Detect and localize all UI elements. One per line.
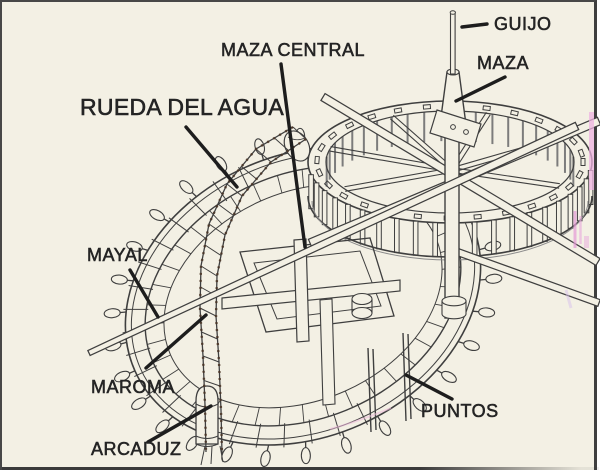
leader-maza-central <box>279 62 307 249</box>
mayal-pole <box>87 121 580 357</box>
label-arcaduz: ARCADUZ <box>91 439 182 459</box>
guijo-pin <box>449 11 456 75</box>
label-maroma: MAROMA <box>91 377 175 397</box>
label-guijo: GUIJO <box>494 14 552 34</box>
leader-guijo <box>460 22 489 29</box>
leader-mayal <box>128 268 160 319</box>
leader-maroma <box>144 313 208 370</box>
label-puntos: PUNTOS <box>421 401 499 421</box>
print-color-artifacts <box>329 112 594 430</box>
leader-arcaduz <box>146 404 213 444</box>
label-maza-central: MAZA CENTRAL <box>221 40 366 60</box>
leader-lines <box>128 22 507 444</box>
leader-maza <box>454 75 507 103</box>
axle-frame <box>221 237 401 406</box>
leader-rueda-del-agua <box>184 125 239 189</box>
label-maza: MAZA <box>477 53 530 73</box>
frame-bottom-border <box>2 466 599 470</box>
bucket-arcaduz <box>195 385 224 466</box>
label-rueda-del-agua: RUEDA DEL AGUA <box>80 94 285 120</box>
label-mayal: MAYAL <box>87 245 148 265</box>
leader-puntos <box>404 373 454 401</box>
central-shaft <box>367 10 482 433</box>
rope-ladder-maroma <box>198 125 311 455</box>
